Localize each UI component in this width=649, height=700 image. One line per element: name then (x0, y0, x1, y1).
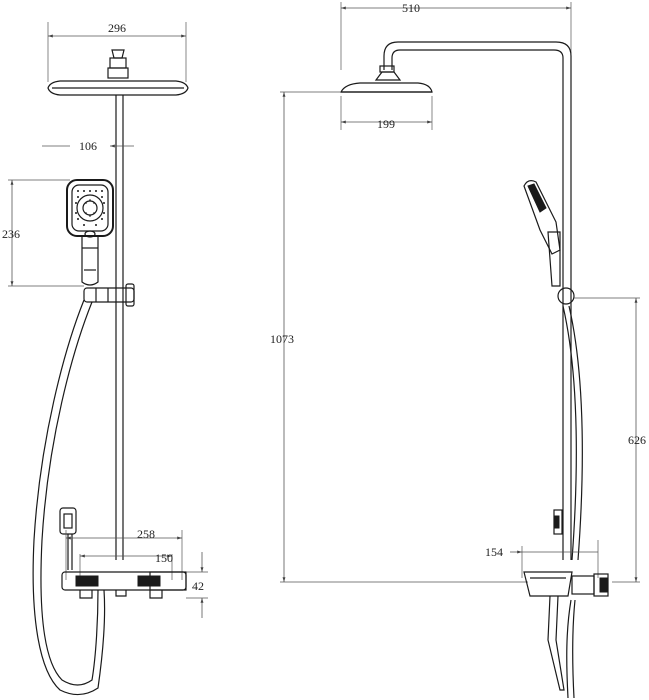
hand-shower-front (66, 179, 114, 286)
dim-label-236: 236 (2, 227, 20, 241)
overhead-arm-side (383, 41, 572, 560)
hand-shower-side (523, 180, 575, 305)
mixer-side (523, 571, 609, 691)
dim-236: 236 (2, 179, 84, 287)
dim-label-510: 510 (402, 1, 420, 15)
hose-side (562, 305, 583, 699)
dim-106: 106 (42, 139, 134, 153)
diverter-side (553, 509, 563, 535)
dim-199: 199 (340, 96, 433, 131)
dim-label-258: 258 (137, 527, 155, 541)
dim-510: 510 (340, 1, 572, 200)
dim-label-199: 199 (377, 117, 395, 131)
dim-296: 296 (47, 21, 187, 82)
dim-1073: 1073 (270, 91, 528, 583)
dim-label-1073: 1073 (270, 332, 294, 346)
riser-pipe-front (115, 95, 124, 560)
diverter-front (59, 507, 77, 570)
mixer-front (61, 571, 187, 599)
dim-label-296: 296 (108, 21, 126, 35)
dim-label-626: 626 (628, 433, 646, 447)
dim-626: 626 (574, 297, 646, 583)
dim-42: 42 (186, 552, 208, 618)
dim-label-150: 150 (155, 551, 173, 565)
slide-holder-front (83, 283, 135, 307)
rain-head-front (47, 49, 189, 96)
side-view: 510 199 1073 (270, 1, 646, 699)
dim-label-42: 42 (192, 579, 204, 593)
hose-front (32, 299, 106, 696)
dim-label-106: 106 (79, 139, 97, 153)
front-view: 296 106 236 (2, 21, 208, 696)
rain-head-side (340, 65, 433, 93)
dim-150: 150 (79, 551, 173, 580)
dim-154: 154 (485, 540, 599, 578)
dim-label-154: 154 (485, 545, 503, 559)
